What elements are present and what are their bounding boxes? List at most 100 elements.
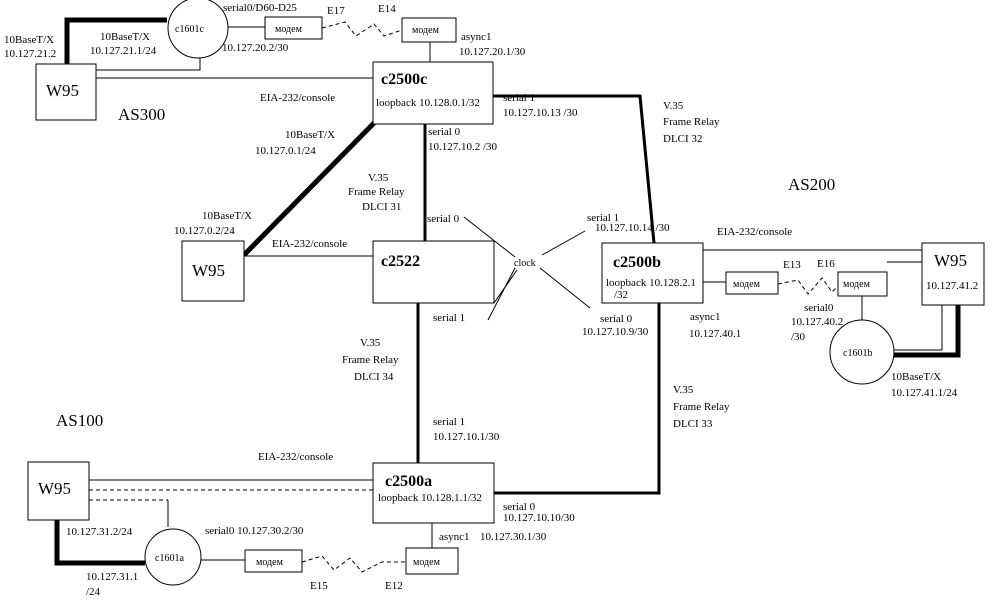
- fr-right-top-label: Frame Relay: [663, 116, 720, 128]
- c2500c-s0-ip-label: 10.127.10.2 /30: [428, 141, 498, 153]
- router-c1601a: [144, 528, 202, 586]
- host-right-label: W95: [934, 251, 967, 270]
- host-mid-left: [181, 240, 245, 302]
- host-top-left-label: W95: [46, 81, 79, 100]
- router-c2500a: [372, 462, 495, 524]
- e16-label: E16: [817, 258, 835, 270]
- c2522-eth-ip-label: 10.127.0.2/24: [174, 225, 235, 237]
- eia-top-label: EIA-232/console: [260, 92, 335, 104]
- link-c2500b-c2500a: [494, 303, 661, 495]
- host-right: [921, 242, 985, 306]
- router-c1601c: [167, 0, 229, 59]
- link-c1601b-host-thin: [882, 305, 943, 351]
- dlci34-label: DLCI 34: [354, 371, 394, 383]
- router-c2500b: [601, 242, 704, 304]
- v35-lower-label: V.35: [360, 337, 381, 349]
- router-c1601a-label: c1601a: [155, 553, 184, 564]
- modem-right-left-label: модем: [733, 279, 761, 290]
- link-modem-zigzag-top: [321, 21, 403, 37]
- host-right-ip: 10.127.41.2: [926, 280, 978, 292]
- router-c2500b-loopback: loopback 10.128.2.1: [606, 277, 696, 289]
- c2500b-s0-label: serial 0: [600, 313, 633, 325]
- fr-mid-label: Frame Relay: [348, 186, 405, 198]
- modem-right-right-label: модем: [843, 279, 871, 290]
- c1601b-ip-label: 10.127.41.1/24: [891, 387, 958, 399]
- c2500a-async-ip-label: 10.127.30.1/30: [480, 531, 547, 543]
- c1601a-mask-label: /24: [86, 586, 101, 598]
- modem-top-right: [401, 17, 457, 43]
- c1601b-10base-label: 10BaseT/X: [891, 371, 941, 383]
- c2500b-s0-ip-label: 10.127.10.9/30: [582, 326, 649, 338]
- c2522-s1-label: serial 1: [433, 312, 465, 324]
- link-clock-2: [541, 230, 586, 256]
- c2500b-s1-ip-label: 10.127.10.14 /30: [595, 222, 670, 234]
- link-c1601b-host-thick: [890, 305, 961, 358]
- router-c2500b-loopback-mask: /32: [614, 289, 628, 301]
- c2500c-async-label: async1: [461, 31, 492, 43]
- c2500a-s1-label: serial 1: [433, 416, 465, 428]
- dlci32-label: DLCI 32: [663, 133, 702, 145]
- modem-right-right: [837, 271, 888, 297]
- e17-label: E17: [327, 5, 345, 17]
- router-c2500a-loopback: loopback 10.128.1.1/32: [378, 492, 482, 504]
- c2522-s0-label: serial 0: [427, 213, 460, 225]
- modem-bottom-right-label: модем: [413, 557, 441, 568]
- c2500a-async-label: async1: [439, 531, 470, 543]
- bl-host-ip-label: 10.127.31.2/24: [66, 526, 133, 538]
- eia-mid-label: EIA-232/console: [272, 238, 347, 250]
- as300-label: AS300: [118, 105, 165, 124]
- c1601b-serial-mask-label: /30: [791, 331, 806, 343]
- tl-10base-label: 10BaseT/X: [4, 34, 54, 46]
- host-bottom-left-label: W95: [38, 479, 71, 498]
- link-tl-host-c1601c: [64, 17, 167, 64]
- dlci31-label: DLCI 31: [362, 201, 401, 213]
- c2500b-async-ip-label: 10.127.40.1: [689, 328, 741, 340]
- modem-top-left-label: модем: [275, 24, 303, 35]
- v35-right-low-label: V.35: [673, 384, 694, 396]
- c2500a-s0-ip-label: 10.127.10.10/30: [503, 512, 575, 524]
- c2500c-eth-ip-label: 10.127.0.1/24: [255, 145, 316, 157]
- c2500c-s1-label: serial 1: [503, 92, 535, 104]
- host-top-left: [35, 63, 97, 121]
- router-c1601b-label: c1601b: [843, 348, 872, 359]
- link-c2500c-c2500b: [493, 94, 656, 244]
- modem-top-left: [264, 16, 323, 40]
- modem-bottom-left: [244, 549, 303, 573]
- v35-mid-label: V.35: [368, 172, 389, 184]
- host-bottom-left: [27, 461, 90, 521]
- router-c1601b: [829, 319, 895, 385]
- fr-lower-label: Frame Relay: [342, 354, 399, 366]
- c2500c-s0-label: serial 0: [428, 126, 461, 138]
- modem-bottom-left-label: модем: [256, 557, 284, 568]
- tl-ip-label: 10.127.21.2: [4, 48, 56, 60]
- router-c2500c-loopback: loopback 10.128.0.1/32: [376, 97, 480, 109]
- link-c2500c-host-mid: [242, 120, 377, 257]
- router-c2500c: [372, 61, 494, 125]
- eia-bottom-label: EIA-232/console: [258, 451, 333, 463]
- c1601c-serial-label: serial0/D60-D25: [223, 2, 297, 14]
- modem-bottom-right: [405, 547, 459, 575]
- c1601b-serial-label: serial0: [804, 302, 834, 314]
- link-clock-5: [539, 267, 591, 309]
- clock-label: clock: [514, 258, 536, 269]
- c2500b-async-label: async1: [690, 311, 721, 323]
- eia-right-label: EIA-232/console: [717, 226, 792, 238]
- e14-label: E14: [378, 3, 396, 15]
- v35-right-top-label: V.35: [663, 100, 684, 112]
- c1601a-serial-label: serial0 10.127.30.2/30: [205, 525, 304, 537]
- e13-label: E13: [783, 259, 801, 271]
- link-clock-4: [487, 267, 516, 321]
- c1601b-serial-ip-label: 10.127.40.2: [791, 316, 843, 328]
- e12-label: E12: [385, 580, 403, 592]
- router-c1601c-label: c1601c: [175, 24, 204, 35]
- e15-label: E15: [310, 580, 328, 592]
- host-mid-left-label: W95: [192, 261, 225, 280]
- link-modem-zigzag-right: [777, 277, 839, 295]
- as100-label: AS100: [56, 411, 103, 430]
- c1601a-ip-label: 10.127.31.1: [86, 571, 138, 583]
- router-c2522: [372, 240, 495, 304]
- router-c2500a-name: c2500a: [385, 473, 432, 490]
- c2500b-s1-label: serial 1: [587, 212, 619, 224]
- modem-top-right-label: модем: [412, 25, 440, 36]
